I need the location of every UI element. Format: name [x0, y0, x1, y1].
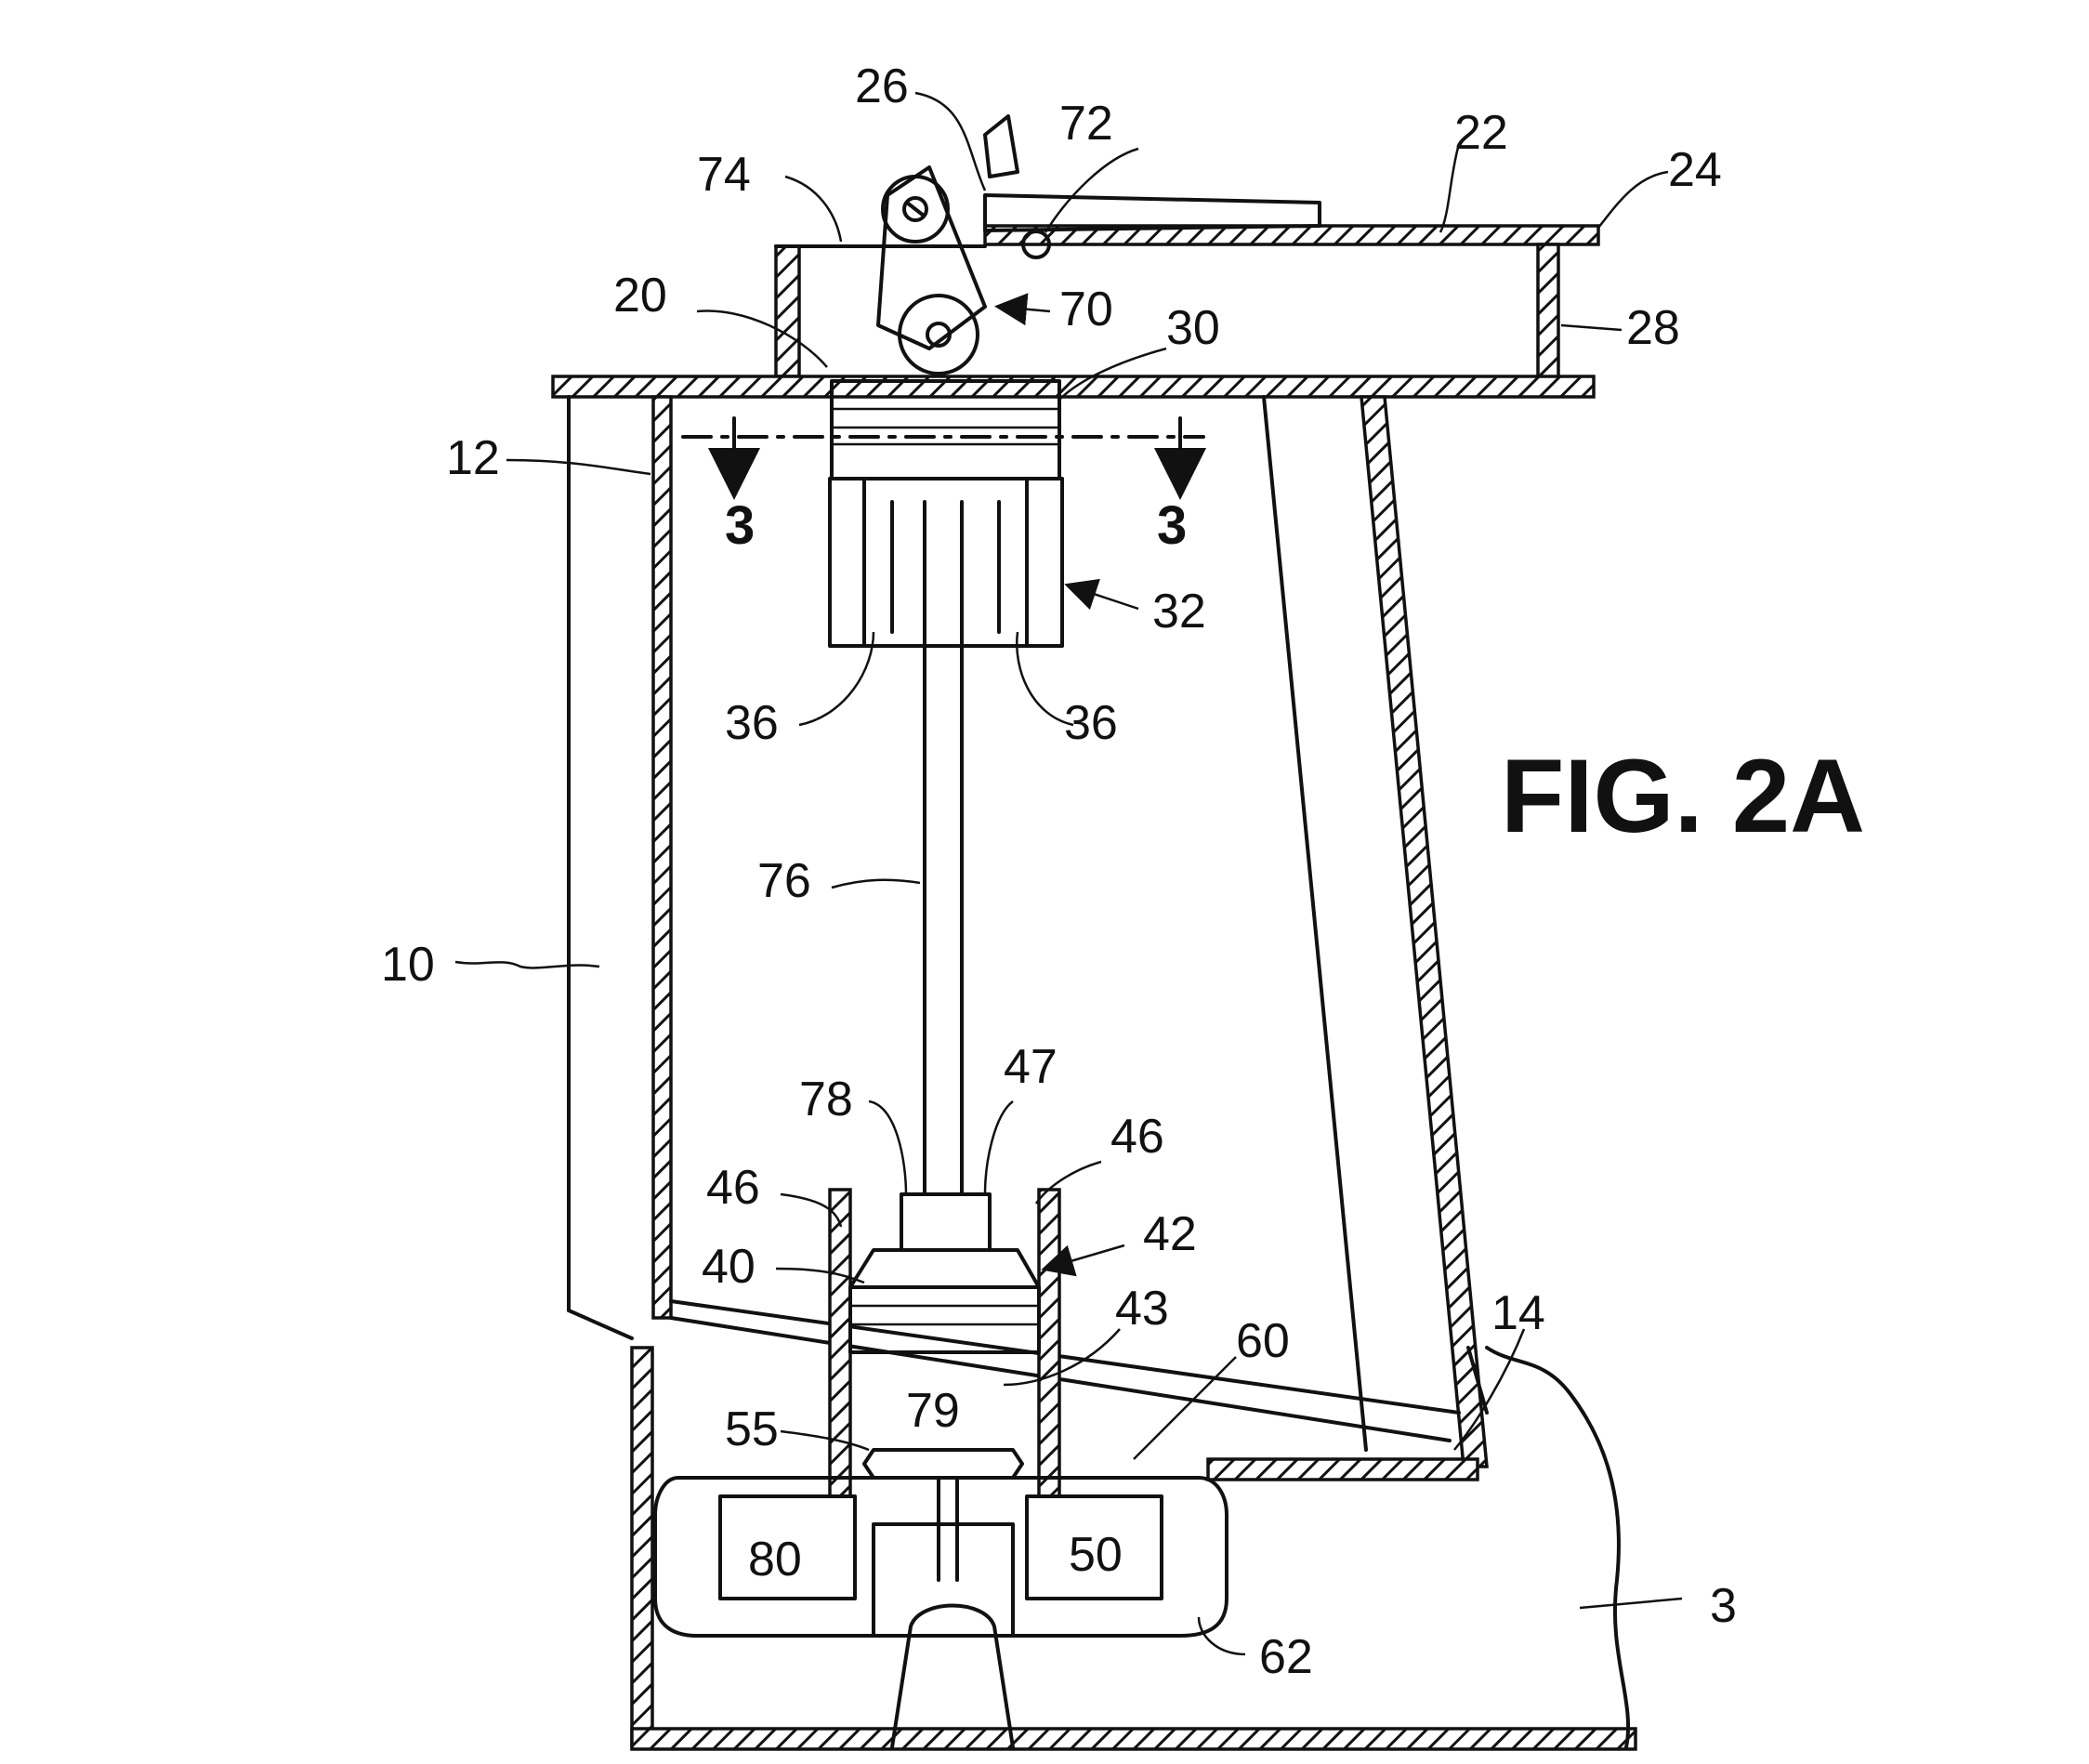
label-43: 43	[1115, 1282, 1169, 1336]
base-unit	[630, 1346, 1637, 1751]
motor-housing	[653, 1476, 1228, 1749]
figure-title: FIG. 2A	[1501, 738, 1865, 854]
label-36-left: 36	[725, 696, 779, 750]
lever-linkage	[876, 165, 1051, 375]
label-10: 10	[381, 938, 435, 992]
upper-valve	[828, 379, 1064, 648]
rod	[923, 500, 964, 1196]
label-78: 78	[799, 1073, 853, 1126]
lid-assembly	[774, 114, 1600, 381]
label-3-right: 3	[1157, 495, 1187, 556]
label-80: 80	[748, 1533, 802, 1586]
leader-lines	[454, 91, 1683, 1656]
label-3-base: 3	[1710, 1579, 1737, 1633]
label-70: 70	[1059, 283, 1113, 336]
label-46-right: 46	[1110, 1110, 1164, 1164]
label-62: 62	[1259, 1630, 1313, 1684]
label-24: 24	[1668, 143, 1722, 197]
label-3-left: 3	[725, 495, 755, 556]
label-79: 79	[906, 1384, 960, 1438]
label-74: 74	[697, 148, 751, 202]
lower-valve-housing	[828, 1188, 1061, 1498]
label-14: 14	[1491, 1286, 1545, 1340]
label-12: 12	[446, 431, 500, 485]
label-40: 40	[702, 1240, 755, 1294]
label-50: 50	[1069, 1528, 1123, 1582]
label-36-right: 36	[1064, 696, 1118, 750]
label-72: 72	[1059, 97, 1113, 151]
top-flange	[551, 375, 1596, 399]
label-28: 28	[1626, 301, 1680, 355]
label-30: 30	[1166, 301, 1220, 355]
label-26: 26	[855, 59, 909, 113]
section-line	[681, 416, 1206, 500]
container-walls	[567, 395, 1489, 1468]
label-46-left: 46	[706, 1161, 760, 1215]
reference-labels: 26 72 22 24 74 20 70 30 28 12 3 3 32 36 …	[381, 59, 1865, 1684]
label-20: 20	[613, 269, 667, 323]
label-42: 42	[1143, 1207, 1197, 1261]
label-47: 47	[1004, 1040, 1058, 1094]
label-22: 22	[1454, 106, 1508, 160]
label-60: 60	[1236, 1314, 1290, 1368]
label-76: 76	[757, 854, 811, 908]
label-32: 32	[1152, 585, 1206, 638]
label-55: 55	[725, 1402, 779, 1456]
